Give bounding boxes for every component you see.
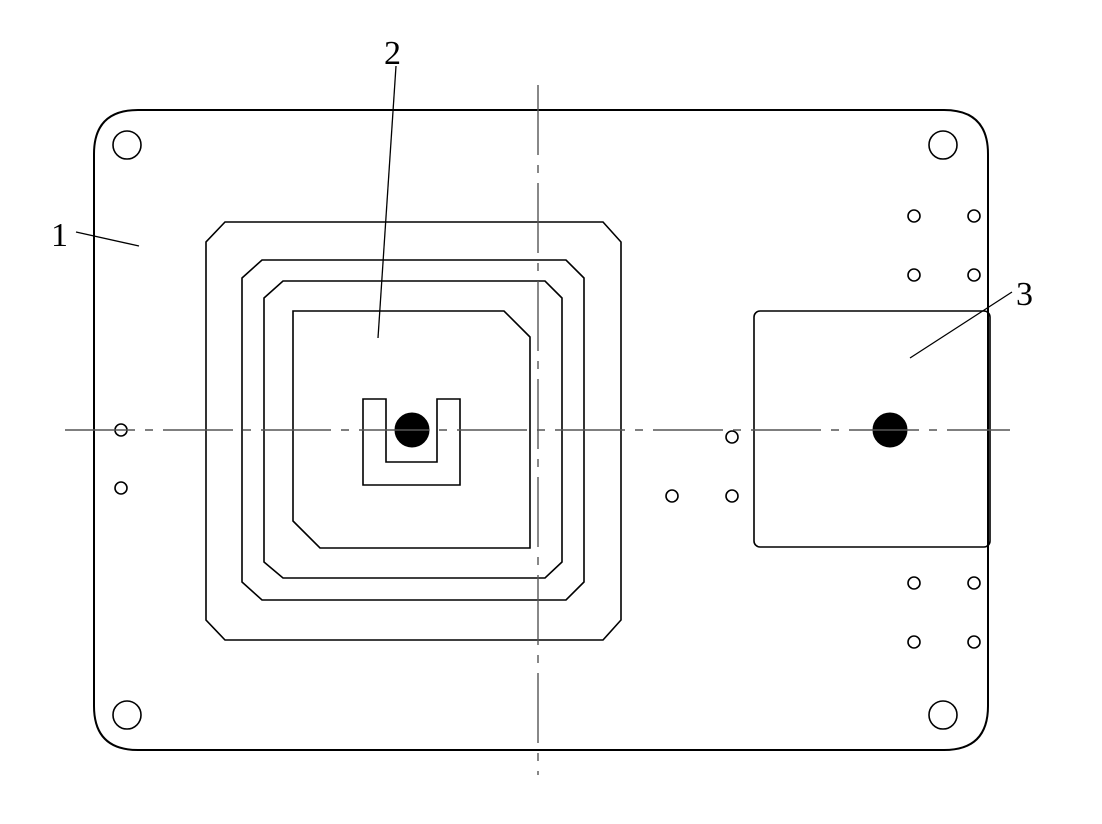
terminal-bracket <box>362 398 461 486</box>
screw-hole <box>967 268 981 282</box>
corner-hole-top-right <box>928 130 958 160</box>
leader-line-3 <box>909 291 1013 359</box>
base-plate <box>93 109 989 751</box>
screw-hole <box>907 635 921 649</box>
square-pad <box>753 310 991 548</box>
corner-hole-bottom-right <box>928 700 958 730</box>
corner-hole-bottom-left <box>112 700 142 730</box>
screw-hole <box>967 209 981 223</box>
screw-hole <box>967 635 981 649</box>
coil-second-turn <box>241 259 585 601</box>
screw-hole <box>725 430 739 444</box>
screw-hole <box>665 489 679 503</box>
leader-line-1 <box>75 231 140 247</box>
coil-outer-turn <box>205 221 622 641</box>
screw-hole <box>725 489 739 503</box>
screw-hole <box>907 268 921 282</box>
corner-hole-top-left <box>112 130 142 160</box>
screw-hole <box>967 576 981 590</box>
screw-hole <box>907 576 921 590</box>
part-label-2: 2 <box>384 35 401 72</box>
coil-inner-turn <box>292 310 531 549</box>
screw-hole <box>114 481 128 495</box>
part-label-1: 1 <box>51 217 68 254</box>
part-label-3: 3 <box>1016 276 1033 313</box>
coil-third-turn <box>263 280 563 579</box>
leader-line-2 <box>377 65 397 339</box>
screw-hole <box>907 209 921 223</box>
